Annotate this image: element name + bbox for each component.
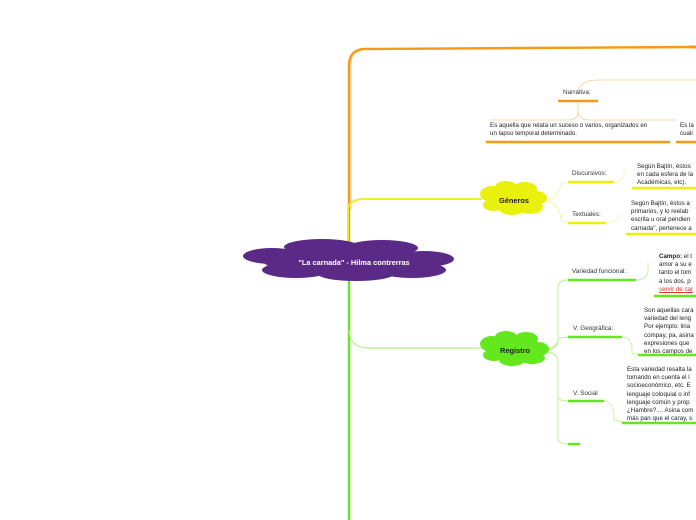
discursivos-desc-line-1: Según Bajtín, éstos: [637, 163, 691, 170]
discursivos-description: Según Bajtín, éstos en cada esfera de la…: [637, 163, 693, 188]
narrativa-desc-line-2: un lapso temporal determinado.: [490, 130, 578, 138]
geografica-desc-line-5: expresiones que: [644, 339, 690, 347]
social-desc-line-6: ¿Hambre?.... Asina com: [627, 407, 694, 415]
funcional-desc-line-3: tanto el tom: [659, 269, 692, 277]
social-desc-line-5: lenguaje común y prop: [627, 398, 690, 406]
funcional-desc-line-1: Campo: el t: [659, 253, 693, 261]
funcional-desc-line-2: amor a su e: [659, 261, 692, 269]
orange-trunk-line: [347, 45, 696, 248]
registro-topic-cloud[interactable]: [480, 331, 549, 366]
central-topic-title[interactable]: "La carnada" - Hilma contrerras: [298, 258, 410, 267]
textuales-desc-line-4: carnada", pertenece a: [631, 224, 692, 232]
generos-topic-title[interactable]: Géneros: [499, 196, 529, 205]
funcional-desc-line-4: a los dos, p: [659, 277, 691, 285]
textuales-desc-line-1: Según Bajtín, éstos a: [631, 200, 690, 207]
central-topic-cloud[interactable]: [243, 239, 454, 281]
yellow-trunk-line: [347, 198, 482, 246]
right-description: Es la cuali: [680, 122, 694, 138]
geografica-label[interactable]: V. Geográfica:: [573, 325, 614, 332]
geografica-description: Son aquellas cara variedad del leng Por …: [644, 307, 694, 356]
geografica-desc-line-3: Por ejemplo: liria: [644, 323, 691, 331]
geografica-desc-line-6: en los campos de: [644, 348, 693, 356]
textuales-description: Según Bajtín, éstos a primarios, y lo re…: [631, 200, 692, 233]
textuales-desc-line-3: escrita u oral pendien: [631, 216, 691, 224]
social-desc-line-4: lenguaje coloquial o inf: [627, 390, 690, 398]
social-desc-line-1: Esta variedad resalta la: [627, 366, 692, 373]
discursivos-desc-line-3: Académicas, etc).: [637, 179, 687, 187]
geografica-desc-line-2: variedad del leng: [644, 315, 692, 323]
discursivos-desc-line-2: en cada esfera de la: [637, 171, 694, 179]
right-desc-line-1: Es la: [680, 122, 694, 129]
social-desc-line-7: más pan que el caray, s: [627, 415, 693, 423]
social-label[interactable]: V. Social: [573, 390, 598, 397]
campo-term: Campo:: [659, 253, 683, 260]
social-desc-line-2: tomando en cuenta el l: [627, 374, 690, 382]
social-desc-line-3: socioeconómico, etc. E: [627, 382, 691, 390]
textuales-label[interactable]: Textuales:: [572, 211, 601, 218]
narrativa-description: Es aquella que relata un suceso o varios…: [490, 122, 647, 138]
registro-topic-title[interactable]: Registro: [500, 346, 530, 355]
right-desc-line-2: cuali: [680, 130, 693, 138]
social-description: Esta variedad resalta la tomando en cuen…: [627, 366, 693, 423]
campo-term-text: el t: [682, 253, 693, 260]
orange-trunk-secondary: [350, 49, 368, 210]
textuales-desc-line-2: primarios, y lo reelab: [631, 208, 689, 216]
narrativa-label[interactable]: Narrativa:: [563, 89, 591, 96]
funcional-description: Campo: el t amor a su e tanto el tom a l…: [659, 253, 693, 294]
geografica-desc-line-4: compay, pa, asina: [644, 331, 694, 339]
discursivos-label[interactable]: Discursivos:: [572, 170, 607, 177]
narrativa-desc-line-1: Es aquella que relata un suceso o varios…: [490, 122, 648, 129]
geografica-desc-line-1: Son aquellas cara: [644, 307, 694, 314]
funcional-label[interactable]: Variedad funcional:: [572, 268, 627, 275]
funcional-desc-link[interactable]: servir de car: [659, 285, 694, 293]
generos-topic-cloud[interactable]: [480, 181, 547, 215]
